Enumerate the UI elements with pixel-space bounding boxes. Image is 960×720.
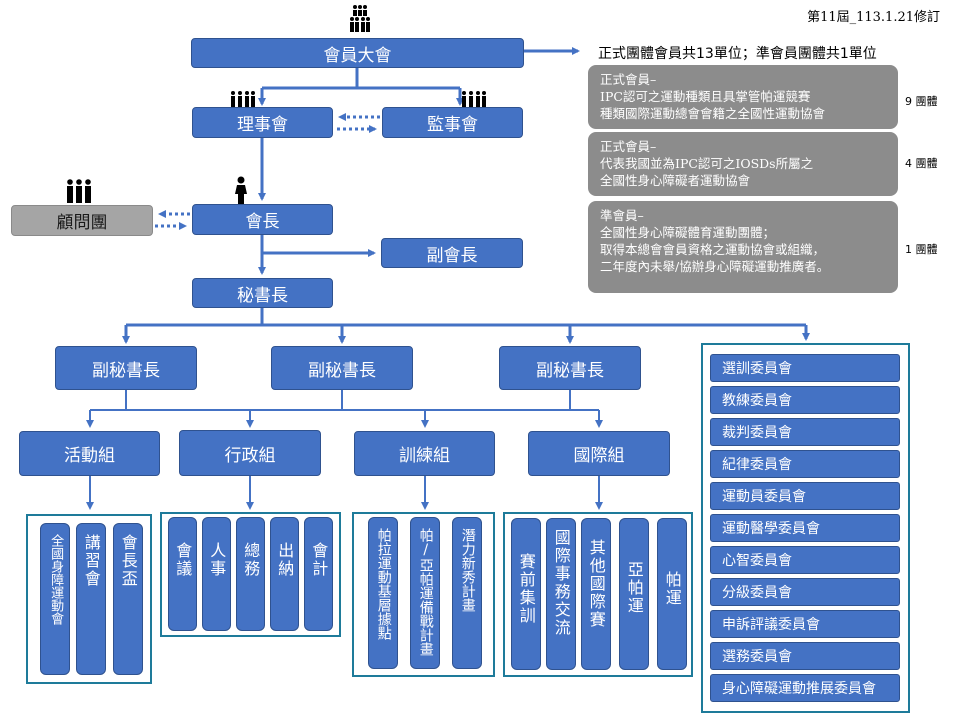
training-item[interactable]: 潛力新秀計畫 [452, 517, 482, 669]
deputy-secretary-box[interactable]: 副秘書長 [499, 346, 641, 390]
international-item[interactable]: 國際事務交流 [546, 518, 576, 670]
admin-item[interactable]: 會議 [168, 517, 197, 631]
activity-item[interactable]: 會長盃 [113, 523, 143, 675]
group-icon [231, 91, 255, 108]
admin-item[interactable]: 會計 [304, 517, 333, 631]
committee-item[interactable]: 心智委員會 [710, 546, 900, 574]
member-count: 1 團體 [905, 243, 938, 256]
training-item[interactable]: 帕拉運動基層據點 [368, 517, 398, 669]
deputy-secretary-box[interactable]: 副秘書長 [55, 346, 197, 390]
board-of-supervisors-box[interactable]: 監事會 [382, 107, 523, 138]
training-item[interactable]: 帕/亞帕運備戰計畫 [410, 517, 440, 669]
group-icon [67, 179, 91, 203]
member-count: 4 團體 [905, 157, 938, 170]
president-box[interactable]: 會長 [192, 204, 333, 235]
member-info-panel: 準會員– 全國性身心障礙體育運動團體； 取得本總會會員資格之運動協會或組織， 二… [588, 201, 898, 293]
activity-group-box[interactable]: 活動組 [19, 431, 160, 476]
committee-item[interactable]: 分級委員會 [710, 578, 900, 606]
committee-item[interactable]: 運動員委員會 [710, 482, 900, 510]
committee-item[interactable]: 選訓委員會 [710, 354, 900, 382]
admin-items-frame [160, 512, 341, 637]
person-icon [235, 176, 247, 204]
training-group-box[interactable]: 訓練組 [354, 431, 495, 476]
board-of-directors-box[interactable]: 理事會 [192, 107, 333, 138]
member-info-panel: 正式會員– 代表我國並為IPC認可之IOSDs所屬之 全國性身心障礙者運動協會 [588, 132, 898, 196]
vice-president-box[interactable]: 副會長 [381, 238, 523, 268]
admin-item[interactable]: 出納 [270, 517, 299, 631]
committee-item[interactable]: 裁判委員會 [710, 418, 900, 446]
member-summary: 正式團體會員共13單位；準會員團體共1單位 [598, 46, 877, 62]
international-item[interactable]: 帕運 [657, 518, 687, 670]
advisory-group-box[interactable]: 顧問團 [11, 205, 153, 236]
international-items-frame [503, 512, 693, 677]
secretary-general-box[interactable]: 秘書長 [192, 278, 333, 308]
international-group-box[interactable]: 國際組 [528, 431, 670, 476]
committee-item[interactable]: 身心障礙運動推展委員會 [710, 674, 900, 702]
committees-frame [701, 343, 910, 713]
activity-item[interactable]: 講習會 [76, 523, 106, 675]
international-item[interactable]: 亞帕運 [619, 518, 649, 670]
admin-group-box[interactable]: 行政組 [179, 430, 321, 476]
committee-item[interactable]: 紀律委員會 [710, 450, 900, 478]
committee-item[interactable]: 選務委員會 [710, 642, 900, 670]
activity-item[interactable]: 全國身障運動會 [40, 523, 70, 675]
member-count: 9 團體 [905, 95, 938, 108]
deputy-secretary-box[interactable]: 副秘書長 [271, 346, 413, 390]
group-icon [462, 91, 486, 108]
crowd-icon [350, 5, 370, 32]
admin-item[interactable]: 人事 [202, 517, 231, 631]
admin-item[interactable]: 總務 [236, 517, 265, 631]
activity-items-frame [26, 514, 152, 684]
committee-item[interactable]: 申訴評議委員會 [710, 610, 900, 638]
international-item[interactable]: 賽前集訓 [511, 518, 541, 670]
member-info-panel: 正式會員– IPC認可之運動種類且具掌管帕運競賽 種類國際運動總會會籍之全國性運… [588, 65, 898, 129]
committee-item[interactable]: 運動醫學委員會 [710, 514, 900, 542]
committee-item[interactable]: 教練委員會 [710, 386, 900, 414]
revision-label: 第11屆_113.1.21修訂 [807, 10, 940, 25]
training-items-frame [352, 512, 495, 677]
general-assembly-box[interactable]: 會員大會 [191, 38, 524, 68]
international-item[interactable]: 其他國際賽 [581, 518, 611, 670]
